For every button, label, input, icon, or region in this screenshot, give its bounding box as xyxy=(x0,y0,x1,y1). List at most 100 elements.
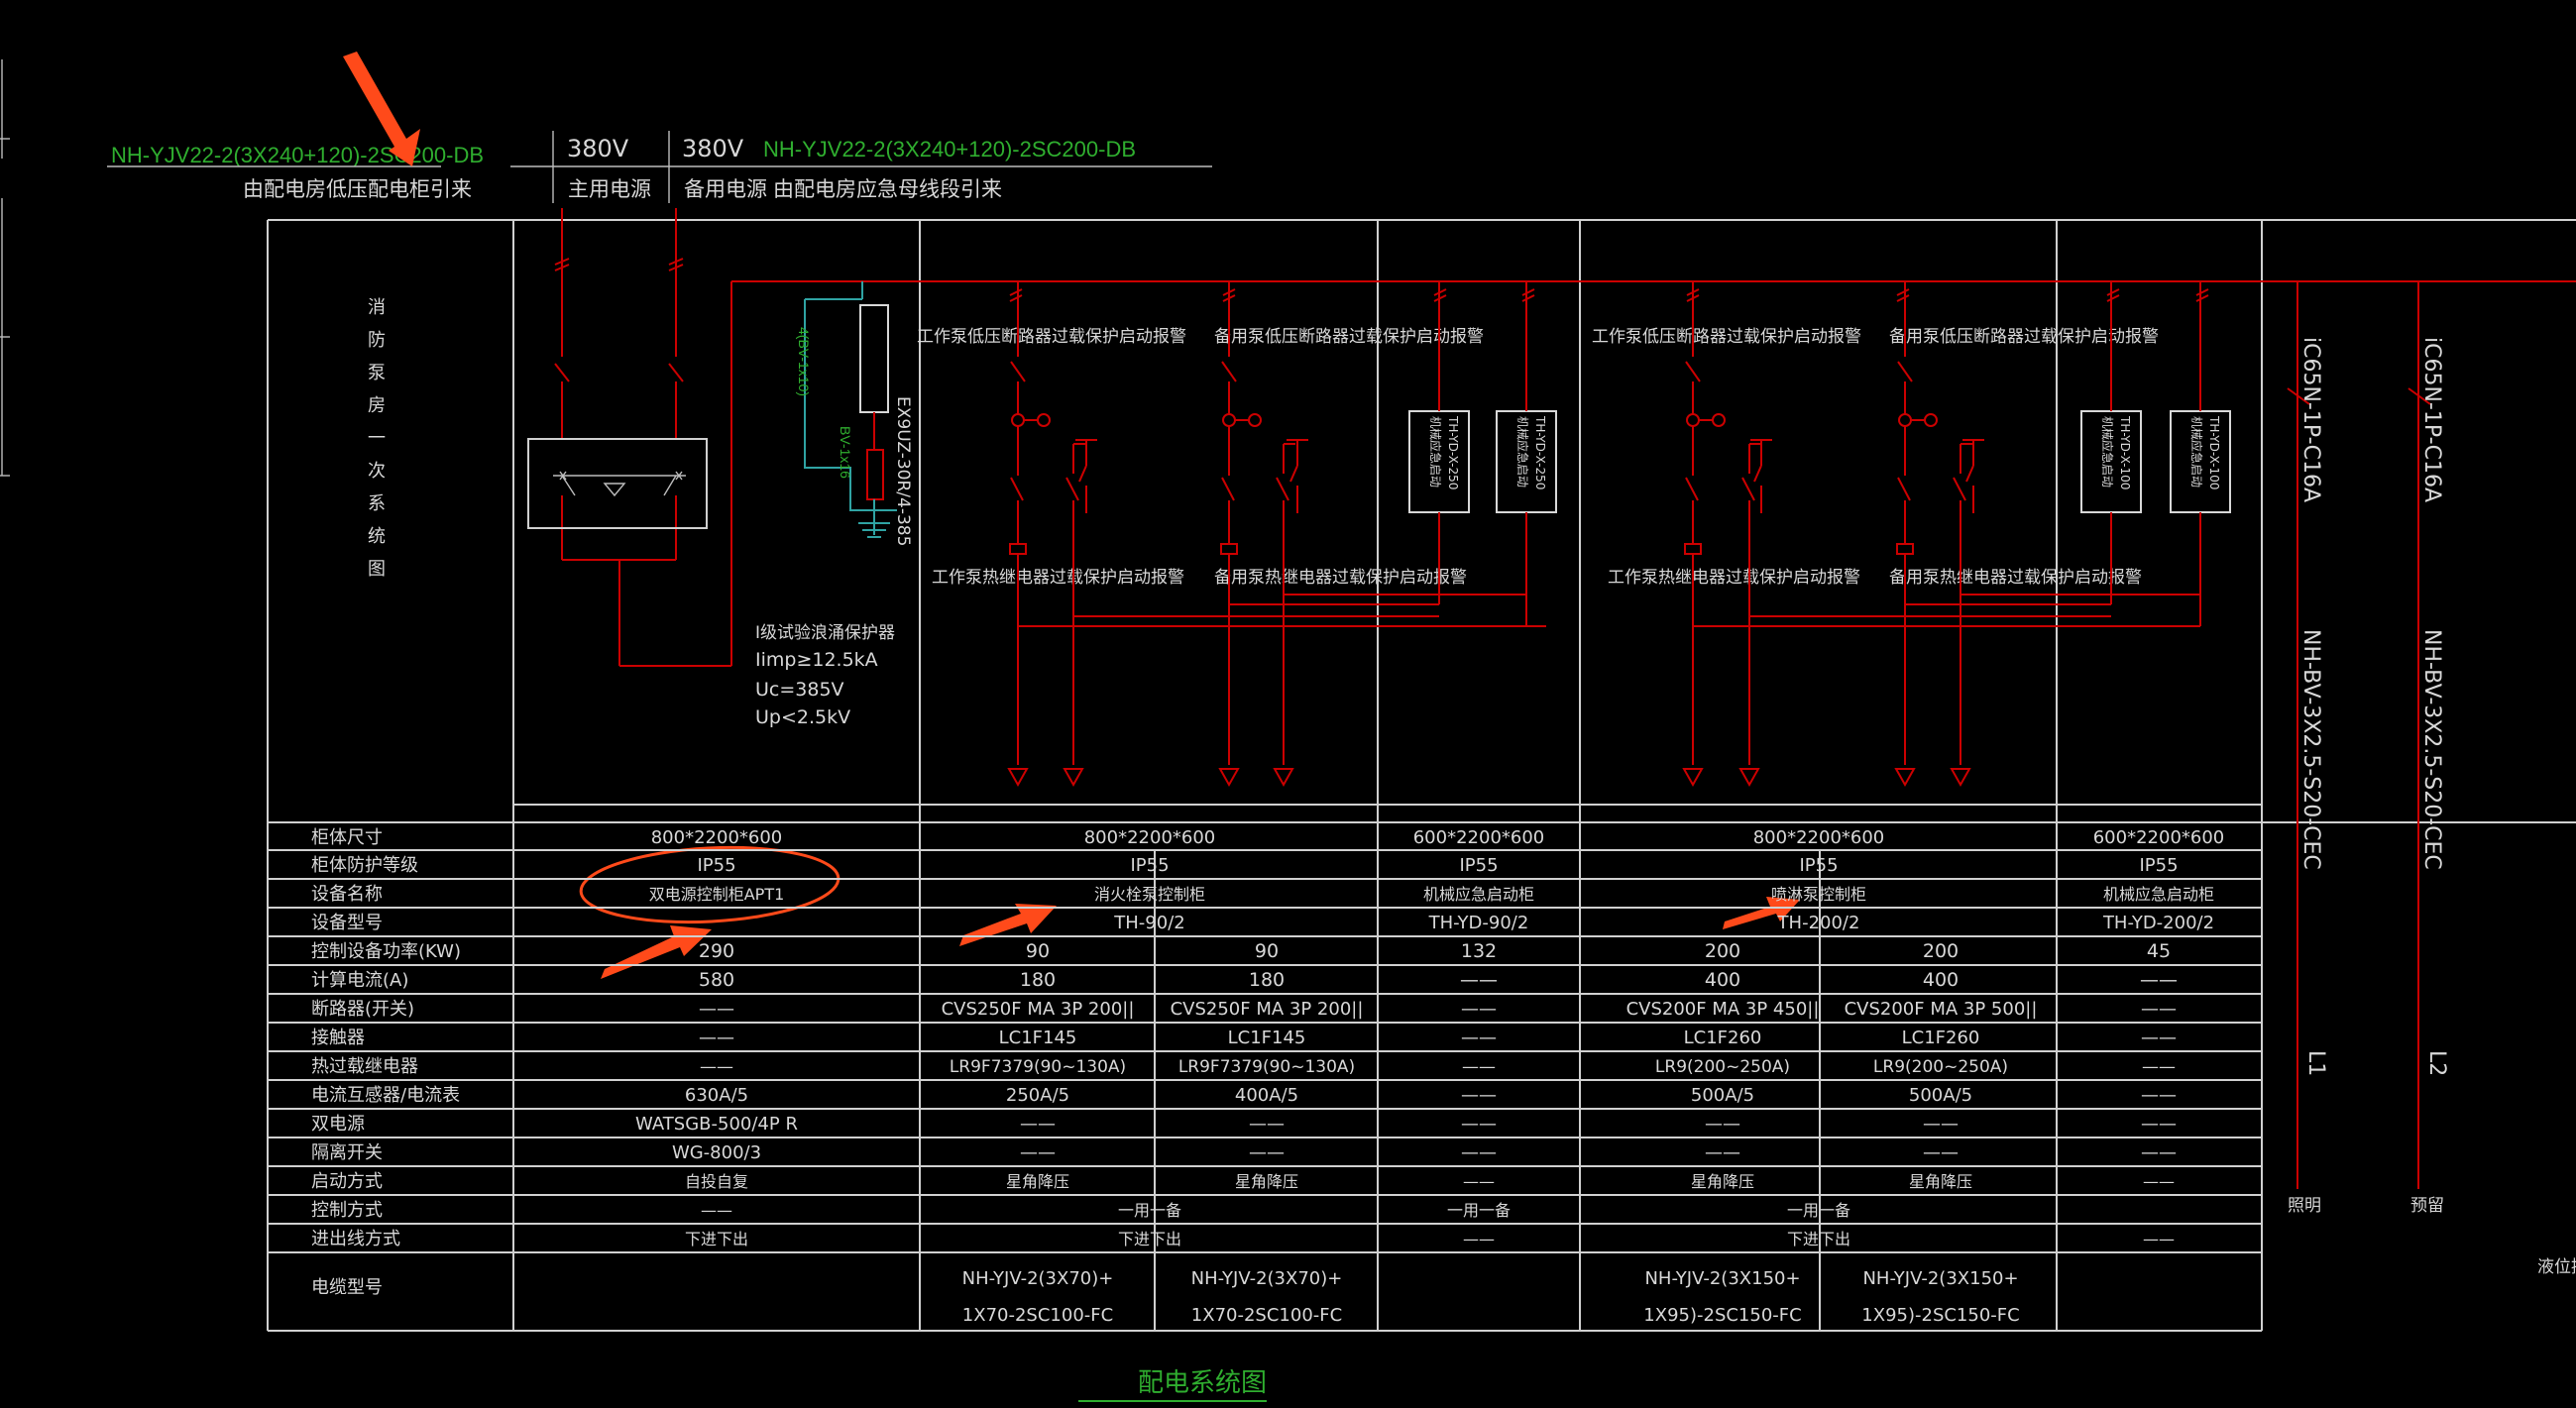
backup-power-label: 备用电源 xyxy=(684,177,767,201)
cell-control: 一用一备 xyxy=(1118,1201,1181,1220)
cell-cable: NH-YJV-2(3X150+ xyxy=(1644,1268,1800,1289)
cell-cable: NH-YJV-2(3X150+ xyxy=(1862,1268,2018,1289)
cell-isolator: —— xyxy=(1249,1142,1285,1163)
svg-text:机械应急启动: 机械应急启动 xyxy=(1515,416,1530,487)
spd-cable-1: 4(BV-1x10) xyxy=(796,327,812,396)
cell-name: 消火栓泵控制柜 xyxy=(1094,885,1205,904)
tap-mark xyxy=(1222,288,1236,296)
pump-feeders xyxy=(1007,281,2209,788)
row-label: 热过载继电器 xyxy=(311,1056,418,1077)
side-title-char: 系 xyxy=(368,493,386,514)
cell-ats: —— xyxy=(1020,1114,1056,1135)
right2-tag: L2 xyxy=(2424,1050,2449,1076)
row-label: 隔离开关 xyxy=(311,1142,383,1163)
cell-ct: —— xyxy=(1461,1085,1497,1106)
cell-current: 400 xyxy=(1705,969,1740,991)
row-label: 断路器(开关) xyxy=(311,999,414,1020)
row-label: 设备名称 xyxy=(311,884,383,905)
cell-current: 580 xyxy=(699,969,734,991)
cable-left: NH-YJV22-2(3X240+120)-2SC200-DB xyxy=(111,143,484,167)
right1-breaker: iC65N-1P-C16A xyxy=(2298,337,2323,502)
row-label: 进出线方式 xyxy=(311,1229,400,1249)
feeder4-bottom-label: 备用泵热继电器过载保护启动报警 xyxy=(1889,568,2142,588)
cell-control: 一用一备 xyxy=(1787,1201,1850,1220)
mech-start-box-b1: 机械应急启动 TH-YD-X-100 xyxy=(2080,410,2142,513)
cell-ct: 500A/5 xyxy=(1691,1085,1754,1106)
row-label: 设备型号 xyxy=(311,913,383,933)
feeder4-top-label: 备用泵低压断路器过载保护启动报警 xyxy=(1889,327,2159,347)
tap-mark xyxy=(1896,288,1910,296)
cell-isolator: —— xyxy=(1705,1142,1740,1163)
svg-text:Iimp≥12.5kA: Iimp≥12.5kA xyxy=(755,649,878,671)
svg-text:机械应急启动: 机械应急启动 xyxy=(2100,416,2115,487)
right1-tag: L1 xyxy=(2303,1050,2328,1076)
row-label: 接触器 xyxy=(311,1028,365,1048)
tap-mark xyxy=(1521,288,1535,296)
feeder1-bottom-label: 工作泵热继电器过载保护启动报警 xyxy=(932,568,1184,588)
cell-breaker: —— xyxy=(1461,999,1497,1020)
cable-right: NH-YJV22-2(3X240+120)-2SC200-DB xyxy=(763,137,1136,162)
row-label: 电缆型号 xyxy=(311,1277,383,1298)
ats-switch-box xyxy=(527,438,708,529)
svg-text:TH-YD-X-100: TH-YD-X-100 xyxy=(2207,415,2221,489)
footer-title: 配电系统图 xyxy=(1138,1367,1267,1397)
cell-inout: —— xyxy=(2143,1230,2175,1248)
cell-isolator: —— xyxy=(1923,1142,1959,1163)
cell-breaker: —— xyxy=(2141,999,2177,1020)
cell-inout: 下进下出 xyxy=(685,1230,748,1248)
cell-thermal: LR9F7379(90~130A) xyxy=(950,1057,1126,1077)
cell-ip: IP55 xyxy=(697,855,735,876)
cell-start: 星角降压 xyxy=(1909,1172,1972,1191)
cell-ats: —— xyxy=(2141,1114,2177,1135)
cell-ip: IP55 xyxy=(1459,855,1498,876)
cell-contactor: LC1F260 xyxy=(1902,1028,1980,1048)
cell-power: 290 xyxy=(699,940,734,962)
spd-device-label: EX9UZ-30R/4-385 xyxy=(893,396,913,546)
pump-feeder xyxy=(1894,281,1984,788)
equipment-table: 柜体尺寸柜体防护等级设备名称设备型号控制设备功率(KW)计算电流(A)断路器(开… xyxy=(268,821,2262,1332)
row-label: 控制方式 xyxy=(311,1200,383,1221)
cell-start: 自投自复 xyxy=(685,1172,748,1191)
right2-breaker: iC65N-1P-C16A xyxy=(2419,337,2444,502)
cell-model: TH-200/2 xyxy=(1777,913,1860,933)
mech-start-box-a2: 机械应急启动 TH-YD-X-250 xyxy=(1496,410,1557,513)
cell-ats: WATSGB-500/4P R xyxy=(635,1114,798,1135)
cell-cable: NH-YJV-2(3X70)+ xyxy=(962,1268,1114,1289)
cell-power: 45 xyxy=(2147,940,2171,962)
cell-isolator: —— xyxy=(1461,1142,1497,1163)
cell-isolator: —— xyxy=(2141,1142,2177,1163)
feeder2-bottom-label: 备用泵热继电器过载保护启动报警 xyxy=(1214,568,1467,588)
cell-thermal: LR9F7379(90~130A) xyxy=(1178,1057,1355,1077)
cell-power: 90 xyxy=(1026,940,1050,962)
cell-thermal: —— xyxy=(700,1057,733,1077)
cell-start: 星角降压 xyxy=(1235,1172,1298,1191)
source-left: 由配电房低压配电柜引来 xyxy=(243,177,472,201)
cell-ct: 500A/5 xyxy=(1909,1085,1972,1106)
row-label: 柜体尺寸 xyxy=(311,827,383,848)
feeder1-top-label: 工作泵低压断路器过载保护启动报警 xyxy=(917,327,1186,347)
row-label: 控制设备功率(KW) xyxy=(311,941,461,962)
spd-spec: I级试验浪涌保护器 Iimp≥12.5kA Uc=385V Up<2.5kV xyxy=(755,623,895,728)
edge-ticks xyxy=(0,59,10,477)
cell-name: 机械应急启动柜 xyxy=(2103,885,2214,904)
cell-contactor: LC1F145 xyxy=(999,1028,1077,1048)
edge-label: 液位控 xyxy=(2537,1257,2576,1277)
cell-cable: 1X70-2SC100-FC xyxy=(1191,1305,1342,1326)
cell-contactor: —— xyxy=(1461,1028,1497,1048)
side-title-char: 防 xyxy=(368,330,386,351)
cell-breaker: CVS200F MA 3P 500|| xyxy=(1845,999,2038,1020)
mech-start-box-b2: 机械应急启动 TH-YD-X-100 xyxy=(2170,410,2231,513)
cell-power: 200 xyxy=(1705,940,1740,962)
cell-contactor: LC1F145 xyxy=(1228,1028,1306,1048)
cell-inout: 下进下出 xyxy=(1118,1230,1181,1248)
ats-circuit xyxy=(527,208,732,667)
spd-cable-2: BV-1x16 xyxy=(838,426,853,479)
right2-use: 预留 xyxy=(2410,1196,2444,1216)
cell-thermal: —— xyxy=(2142,1057,2176,1077)
cell-current: 180 xyxy=(1020,969,1056,991)
side-title-char: 房 xyxy=(368,395,386,416)
side-title-char: 次 xyxy=(368,461,386,482)
cell-thermal: LR9(200~250A) xyxy=(1873,1057,2008,1077)
